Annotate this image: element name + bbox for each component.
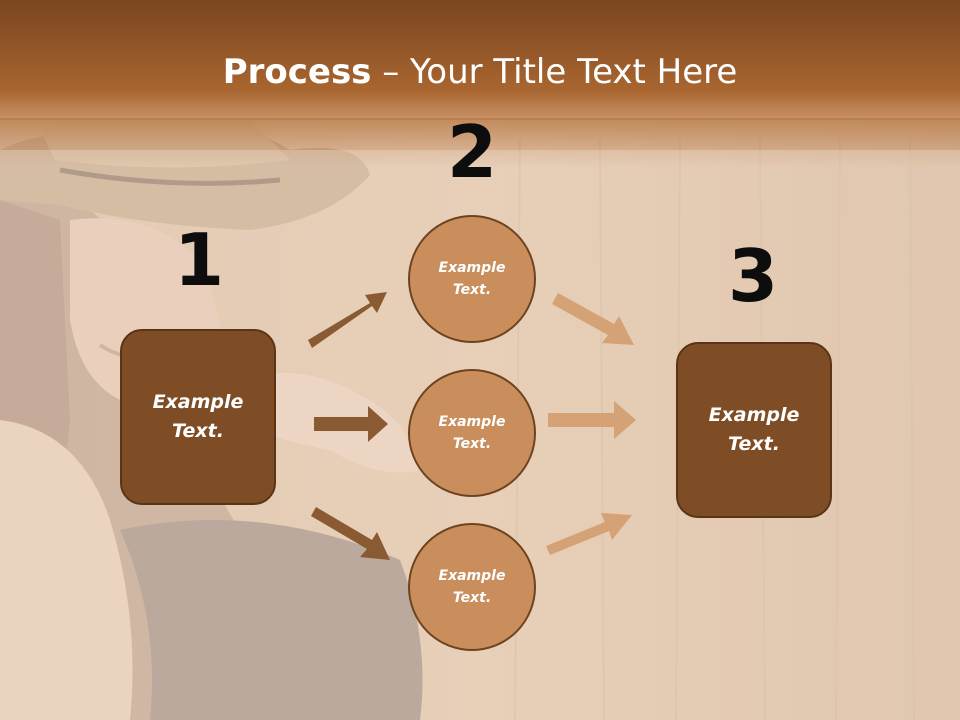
left-box-label: Example Text. <box>152 390 244 442</box>
arrow-to-middle <box>314 406 388 442</box>
left-arrows <box>308 292 390 560</box>
step-number-1: 1 <box>173 218 225 302</box>
circle-bottom-label: Example Text. <box>438 567 506 606</box>
step-number-3: 3 <box>727 234 779 318</box>
step-number-2: 2 <box>446 110 498 194</box>
slide-title: Process – Your Title Text Here <box>0 52 960 92</box>
circle-top-label: Example Text. <box>438 259 506 298</box>
title-bold: Process <box>222 52 372 92</box>
arrow-from-bottom <box>546 513 632 555</box>
right-box-label: Example Text. <box>708 403 800 455</box>
circle-middle: Example Text. <box>408 369 536 497</box>
circle-bottom: Example Text. <box>408 523 536 651</box>
arrow-from-top <box>552 293 634 345</box>
arrow-to-bottom <box>311 507 390 560</box>
right-arrows <box>546 293 636 555</box>
arrow-from-middle <box>548 401 636 439</box>
arrow-to-top <box>308 292 387 348</box>
title-rest: – Your Title Text Here <box>371 52 738 92</box>
circle-middle-label: Example Text. <box>438 413 506 452</box>
left-box: Example Text. <box>120 329 276 505</box>
right-box: Example Text. <box>676 342 832 518</box>
circle-top: Example Text. <box>408 215 536 343</box>
